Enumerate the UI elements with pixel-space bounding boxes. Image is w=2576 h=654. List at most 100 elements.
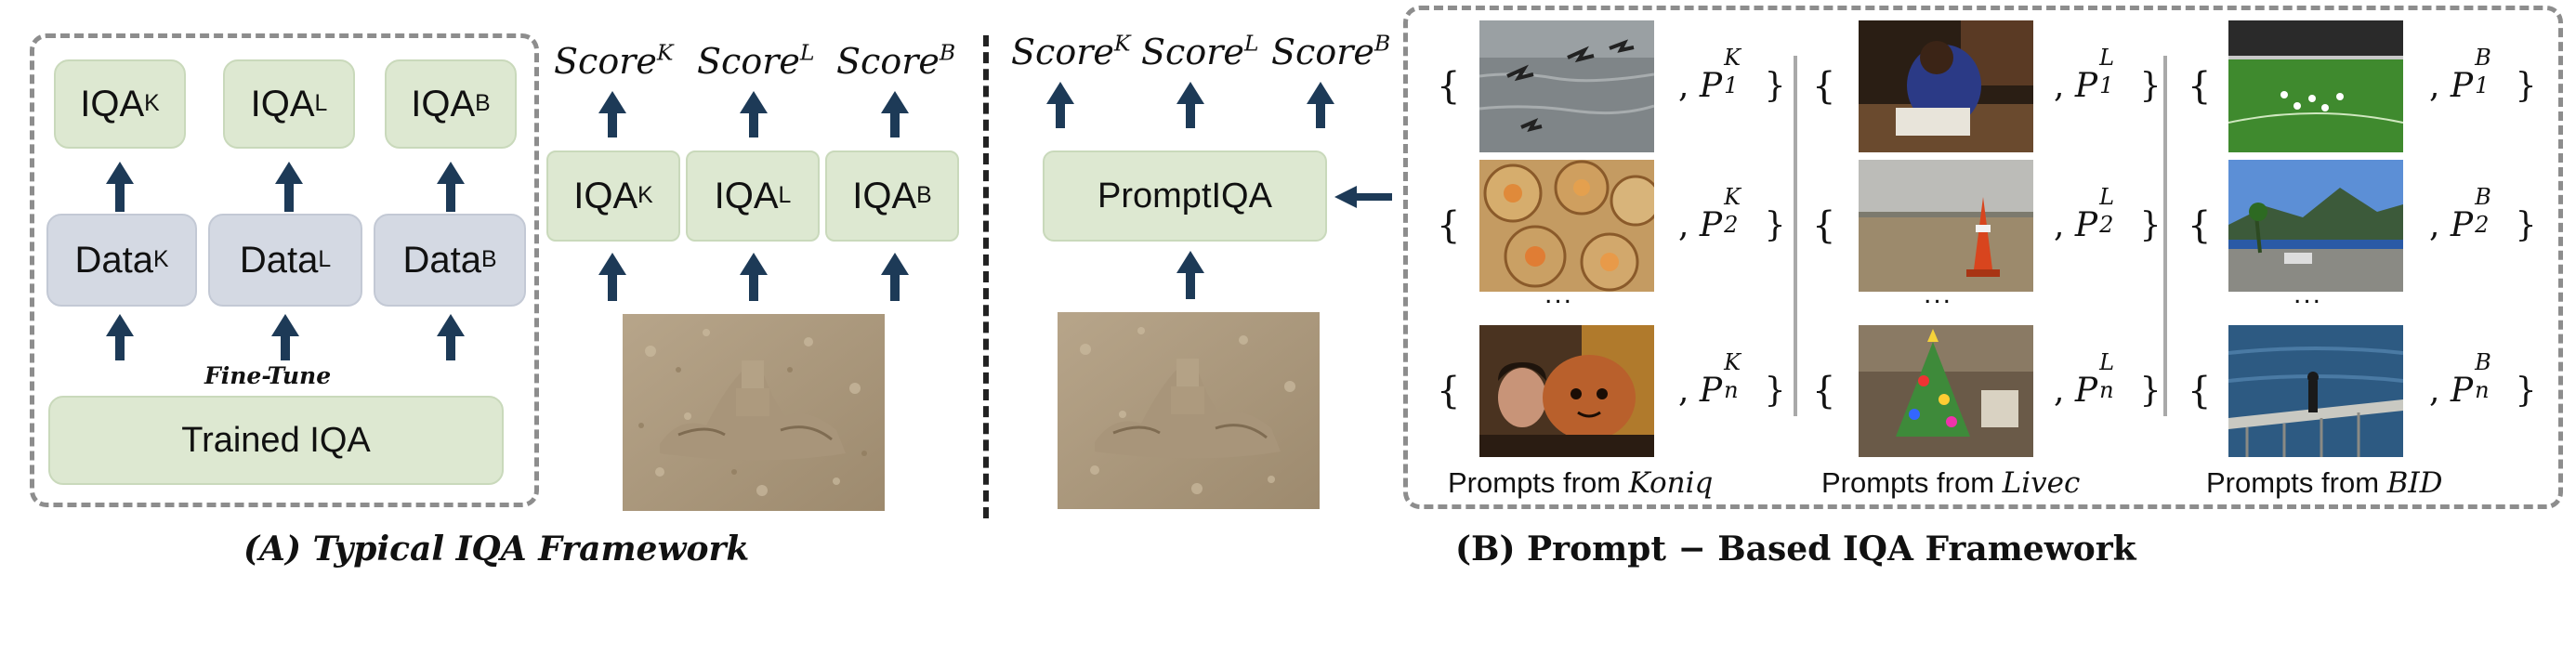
data-b-label: Data (402, 239, 481, 281)
open-brace: { (1437, 204, 1461, 247)
iqa-b-label: IQA (411, 83, 476, 124)
section-divider (983, 35, 989, 518)
arrow-image-to-promptiqa (1186, 271, 1195, 299)
right-score-k: ScoreK (1011, 32, 1130, 72)
comma: , (2054, 206, 2065, 244)
open-brace: { (2188, 370, 2212, 412)
close-brace: } (2515, 372, 2537, 410)
close-brace: } (1764, 372, 1786, 410)
p-symbol: P (1699, 67, 1723, 105)
sub: 2 (1724, 212, 1739, 238)
sand-castle-image-2 (1058, 312, 1320, 509)
close-brace: } (2139, 206, 2162, 244)
data-k-label: Data (74, 239, 153, 281)
prompts-box (1403, 6, 2563, 509)
arrow-image-to-iqa-k (608, 273, 617, 301)
middle-iqa-b-label: IQA (852, 175, 917, 216)
koniq-thumb-1 (1479, 20, 1654, 152)
arrow-trained-to-data-b (446, 334, 455, 360)
p-symbol: P (2074, 206, 2098, 244)
arrow-trained-to-data-l (281, 334, 290, 360)
dataset-name: Livec (2002, 466, 2081, 500)
right-score-k-sup: K (1113, 30, 1131, 57)
livec-thumb-2 (1859, 160, 2033, 292)
caption-bid: Prompts from BID (2206, 466, 2443, 500)
sub: 1 (1724, 72, 1739, 98)
arrow-data-b-to-iqa-b (446, 182, 455, 212)
middle-iqa-k-label: IQA (573, 175, 638, 216)
middle-score-b-sup: B (939, 39, 956, 66)
open-brace: { (1812, 204, 1836, 247)
bid-thumb-1 (2228, 20, 2403, 152)
caption-livec: Prompts from Livec (1821, 466, 2080, 500)
p-symbol: P (2450, 372, 2474, 410)
middle-score-b: ScoreB (836, 41, 955, 82)
sub: 2 (2475, 212, 2490, 238)
arrow-iqa-b-to-score-b (890, 111, 900, 137)
sub: 1 (2475, 72, 2490, 98)
arrow-data-l-to-iqa-l (284, 182, 294, 212)
arrow-iqa-k-to-score-k (608, 111, 617, 137)
livec-thumb-n (1859, 325, 2033, 457)
sup: L (2099, 349, 2115, 375)
prompt-iqa-label: PromptIQA (1097, 176, 1272, 216)
comma: , (1678, 372, 1689, 410)
middle-score-k-text: Score (554, 41, 657, 82)
sup: K (1724, 45, 1741, 71)
data-l-label: Data (239, 239, 319, 281)
typical-training-box (30, 33, 539, 507)
sub: n (2099, 377, 2114, 403)
arrow-image-to-iqa-l (749, 273, 758, 301)
fine-tune-label: Fine-Tune (204, 362, 332, 389)
middle-score-b-text: Score (836, 41, 940, 82)
comma: , (2054, 372, 2065, 410)
comma: , (2429, 372, 2440, 410)
open-brace: { (2188, 65, 2212, 108)
dataset-name: Koniq (1628, 466, 1714, 500)
sub: 2 (2099, 212, 2114, 238)
koniq-thumb-n (1479, 325, 1654, 457)
right-score-k-text: Score (1011, 32, 1114, 72)
sub: n (2475, 377, 2490, 403)
comma: , (1678, 206, 1689, 244)
p-symbol: P (2074, 67, 2098, 105)
comma: , (2429, 67, 2440, 105)
caption-prefix: Prompts from (1821, 466, 2003, 499)
arrow-data-k-to-iqa-k (115, 182, 125, 212)
open-brace: { (2188, 204, 2212, 247)
open-brace: { (1437, 65, 1461, 108)
close-brace: } (2515, 206, 2537, 244)
arrow-iqa-l-to-score-l (749, 111, 758, 137)
sup: K (1724, 184, 1741, 210)
ellipsis: ... (2293, 279, 2323, 309)
sup: B (2475, 45, 2491, 71)
middle-score-k: ScoreK (554, 41, 673, 82)
sub: 1 (2099, 72, 2114, 98)
comma: , (2054, 67, 2065, 105)
p-symbol: P (1699, 372, 1723, 410)
comma: , (2429, 206, 2440, 244)
trained-iqa-label: Trained IQA (181, 420, 371, 460)
koniq-thumb-2 (1479, 160, 1654, 292)
column-separator-1 (1794, 56, 1797, 416)
iqa-l-label: IQA (250, 83, 315, 124)
title-a: (A) Typical IQA Framework (243, 530, 750, 569)
p-symbol: P (2450, 67, 2474, 105)
open-brace: { (1437, 370, 1461, 412)
sup: K (1724, 349, 1741, 375)
caption-prefix: Prompts from (1448, 466, 1629, 499)
